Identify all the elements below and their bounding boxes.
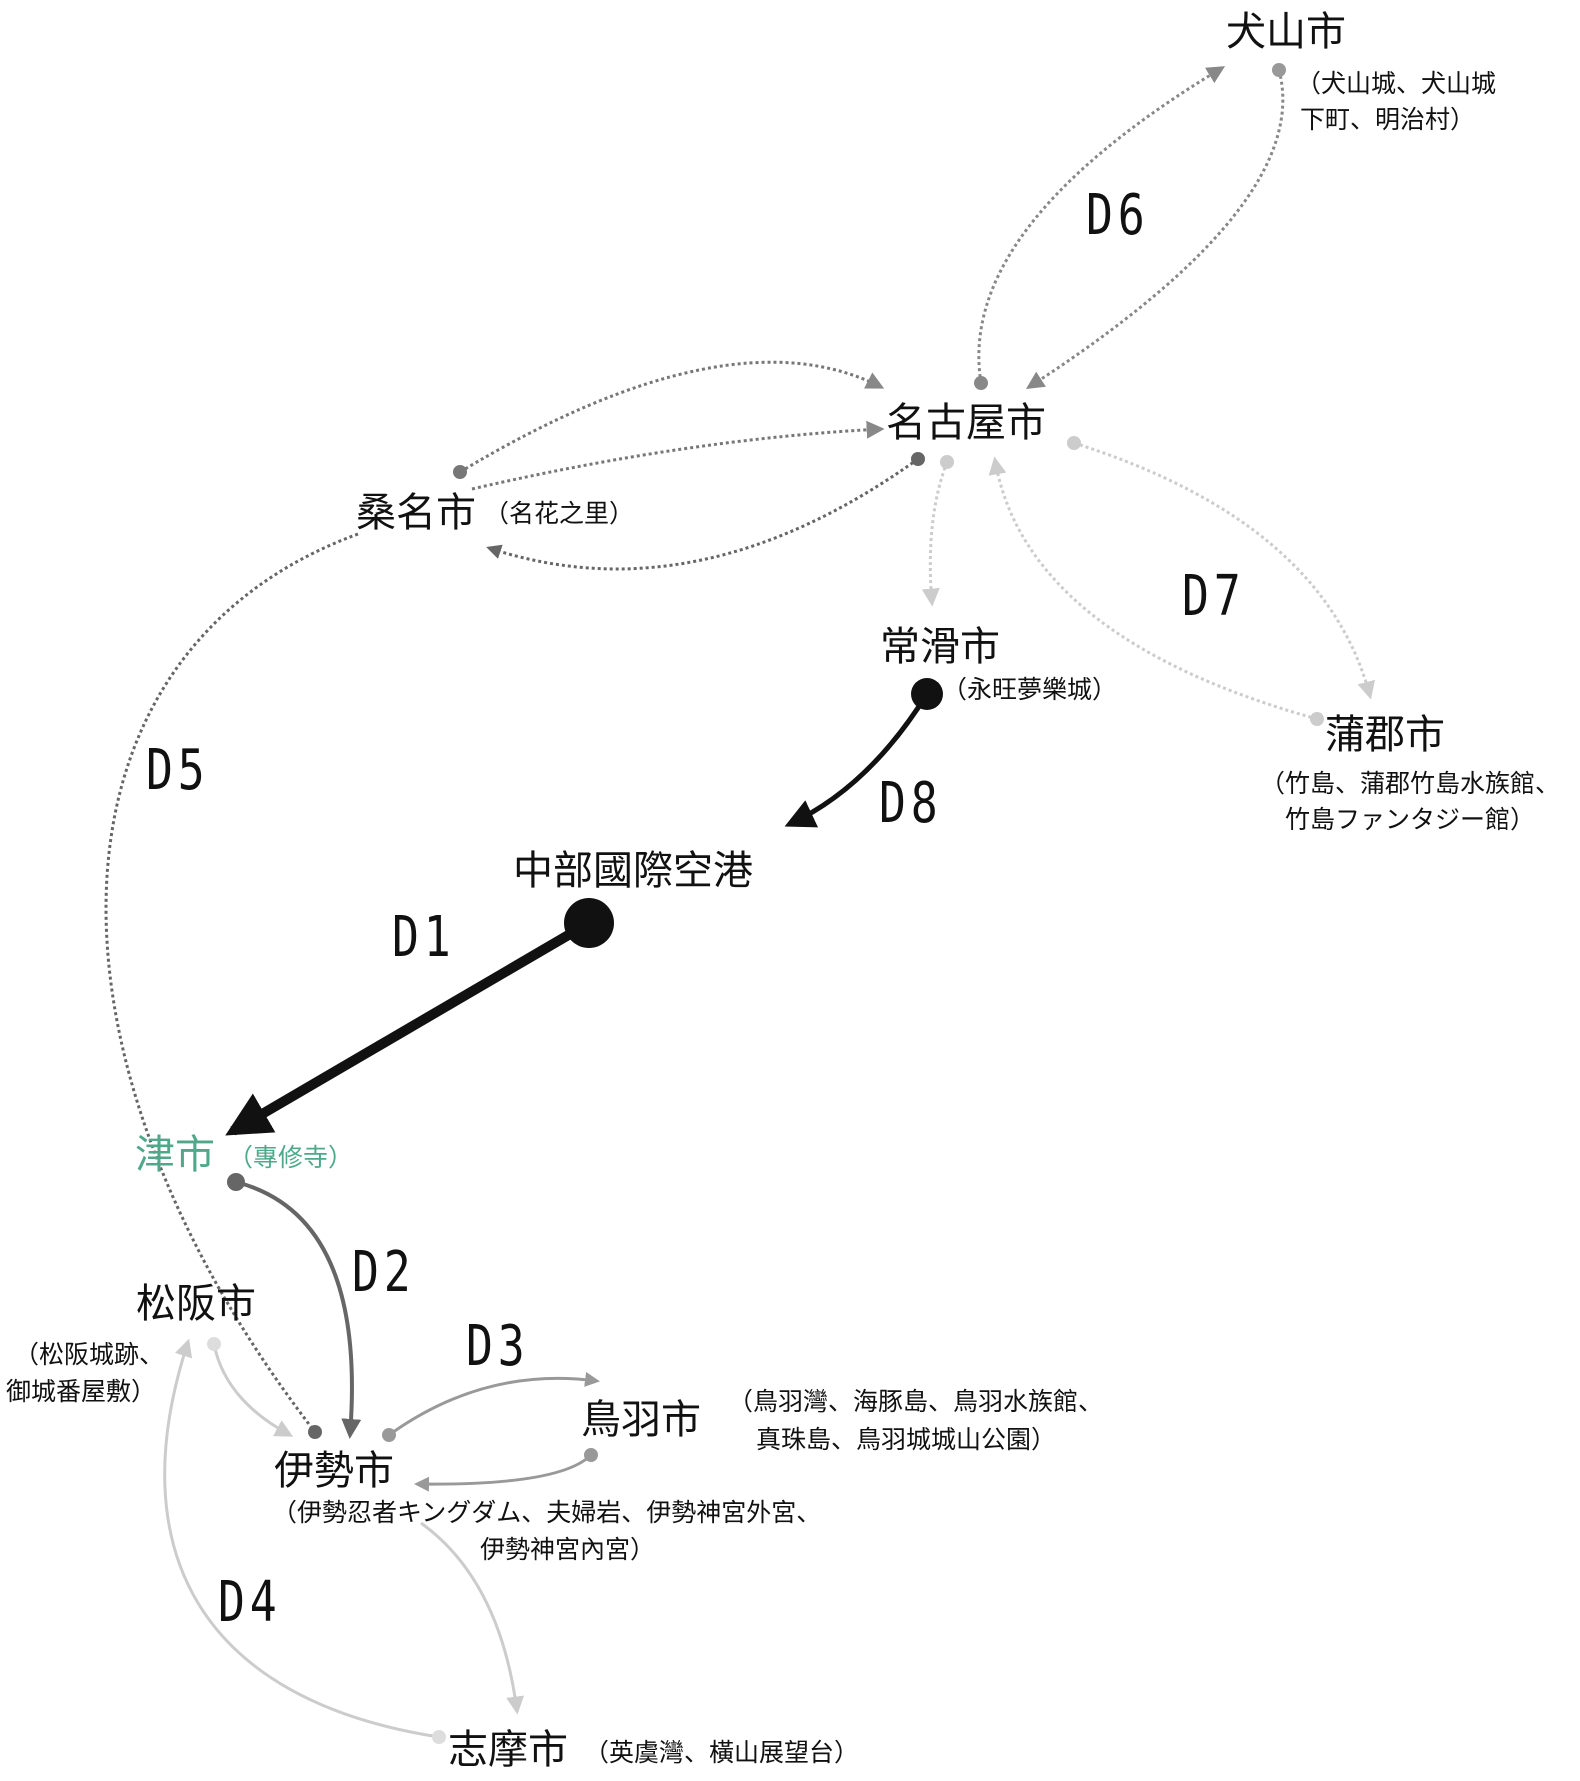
sub-toba-2: 真珠島、鳥羽城城山公園） — [756, 1425, 1057, 1454]
label-airport: 中部國際空港 — [513, 848, 753, 894]
edge-gamagori-nagoya — [988, 456, 1318, 721]
dot-matsusaka — [207, 1337, 221, 1351]
dot-nagoya-gamagori — [1067, 436, 1081, 450]
edge-nagoya-tokoname — [921, 461, 949, 607]
label-tsu: 津市 — [135, 1132, 215, 1178]
sub-ise-2: 伊勢神宮內宮） — [480, 1535, 656, 1564]
label-toba: 鳥羽市 — [581, 1397, 701, 1443]
sub-toba-1: （鳥羽灣、海豚島、鳥羽水族館、 — [728, 1387, 1104, 1416]
dot-tokoname — [911, 678, 943, 710]
label-gamagori: 蒲郡市 — [1325, 712, 1445, 758]
day-label-d6: D6 — [1086, 183, 1150, 248]
dot-shima — [432, 1730, 446, 1744]
sub-matsusaka-1: （松阪城跡、 — [14, 1340, 165, 1369]
sub-tokoname: （永旺夢樂城） — [942, 675, 1118, 704]
sub-gamagori-1: （竹島、蒲郡竹島水族館、 — [1259, 769, 1560, 798]
sub-inuyama-1: （犬山城、犬山城 — [1296, 69, 1497, 98]
dot-ise-d3 — [382, 1428, 396, 1442]
label-inuyama: 犬山市 — [1226, 9, 1346, 55]
edge-matsusaka-ise — [212, 1343, 294, 1437]
edge-inuyama-nagoya — [1025, 69, 1285, 389]
sub-tsu: （專修寺） — [228, 1143, 354, 1172]
edge-airport-tsu — [225, 918, 592, 1136]
dot-kuwana — [453, 465, 467, 479]
edge-kuwana-nagoya-lower — [471, 420, 885, 491]
dot-nagoya-tokoname — [940, 455, 954, 469]
edge-nagoya-gamagori — [1073, 441, 1376, 700]
edge-ise-shima — [420, 1521, 525, 1715]
edge-ise-toba — [388, 1371, 600, 1437]
edge-nagoya-inuyama — [977, 66, 1226, 384]
sub-shima: （英虞灣、橫山展望台） — [584, 1738, 860, 1767]
edge-nagoya-kuwana — [486, 457, 919, 571]
edge-toba-ise — [414, 1453, 593, 1492]
dot-nagoya-kuwana — [911, 452, 925, 466]
dot-ise-d5 — [308, 1425, 322, 1439]
day-label-d7: D7 — [1182, 564, 1246, 629]
edge-tsu-ise — [235, 1180, 362, 1439]
edge-kuwana-ise — [104, 532, 359, 1433]
dot-nagoya-d6 — [974, 376, 988, 390]
day-label-d5: D5 — [146, 738, 210, 803]
dot-gamagori — [1310, 712, 1324, 726]
day-label-d1: D1 — [392, 905, 456, 970]
dot-airport — [564, 898, 614, 948]
day-label-d4: D4 — [218, 1570, 282, 1635]
edge-shima-matsusaka — [163, 1338, 440, 1739]
sub-gamagori-2: 竹島ファンタジー館） — [1284, 805, 1535, 834]
label-matsusaka: 松阪市 — [136, 1281, 256, 1327]
dot-toba — [584, 1448, 598, 1462]
sub-inuyama-2: 下町、明治村） — [1300, 105, 1476, 134]
label-kuwana: 桑名市 — [356, 490, 476, 536]
sub-matsusaka-2: 御城番屋敷） — [6, 1377, 157, 1406]
day-label-d2: D2 — [352, 1240, 416, 1305]
sub-kuwana: （名花之里） — [484, 499, 635, 528]
day-label-d3: D3 — [466, 1314, 530, 1379]
dot-inuyama — [1272, 63, 1286, 77]
day-label-d8: D8 — [879, 771, 943, 836]
label-nagoya: 名古屋市 — [886, 400, 1046, 446]
sub-ise-1: （伊勢忍者キングダム、夫婦岩、伊勢神宮外宮、 — [272, 1498, 822, 1527]
label-tokoname: 常滑市 — [880, 624, 1000, 670]
edge-kuwana-nagoya-upper — [459, 360, 885, 474]
label-shima: 志摩市 — [448, 1727, 568, 1773]
dot-tsu — [227, 1173, 245, 1191]
edge-tokoname-airport — [784, 692, 930, 828]
label-ise: 伊勢市 — [274, 1448, 394, 1494]
